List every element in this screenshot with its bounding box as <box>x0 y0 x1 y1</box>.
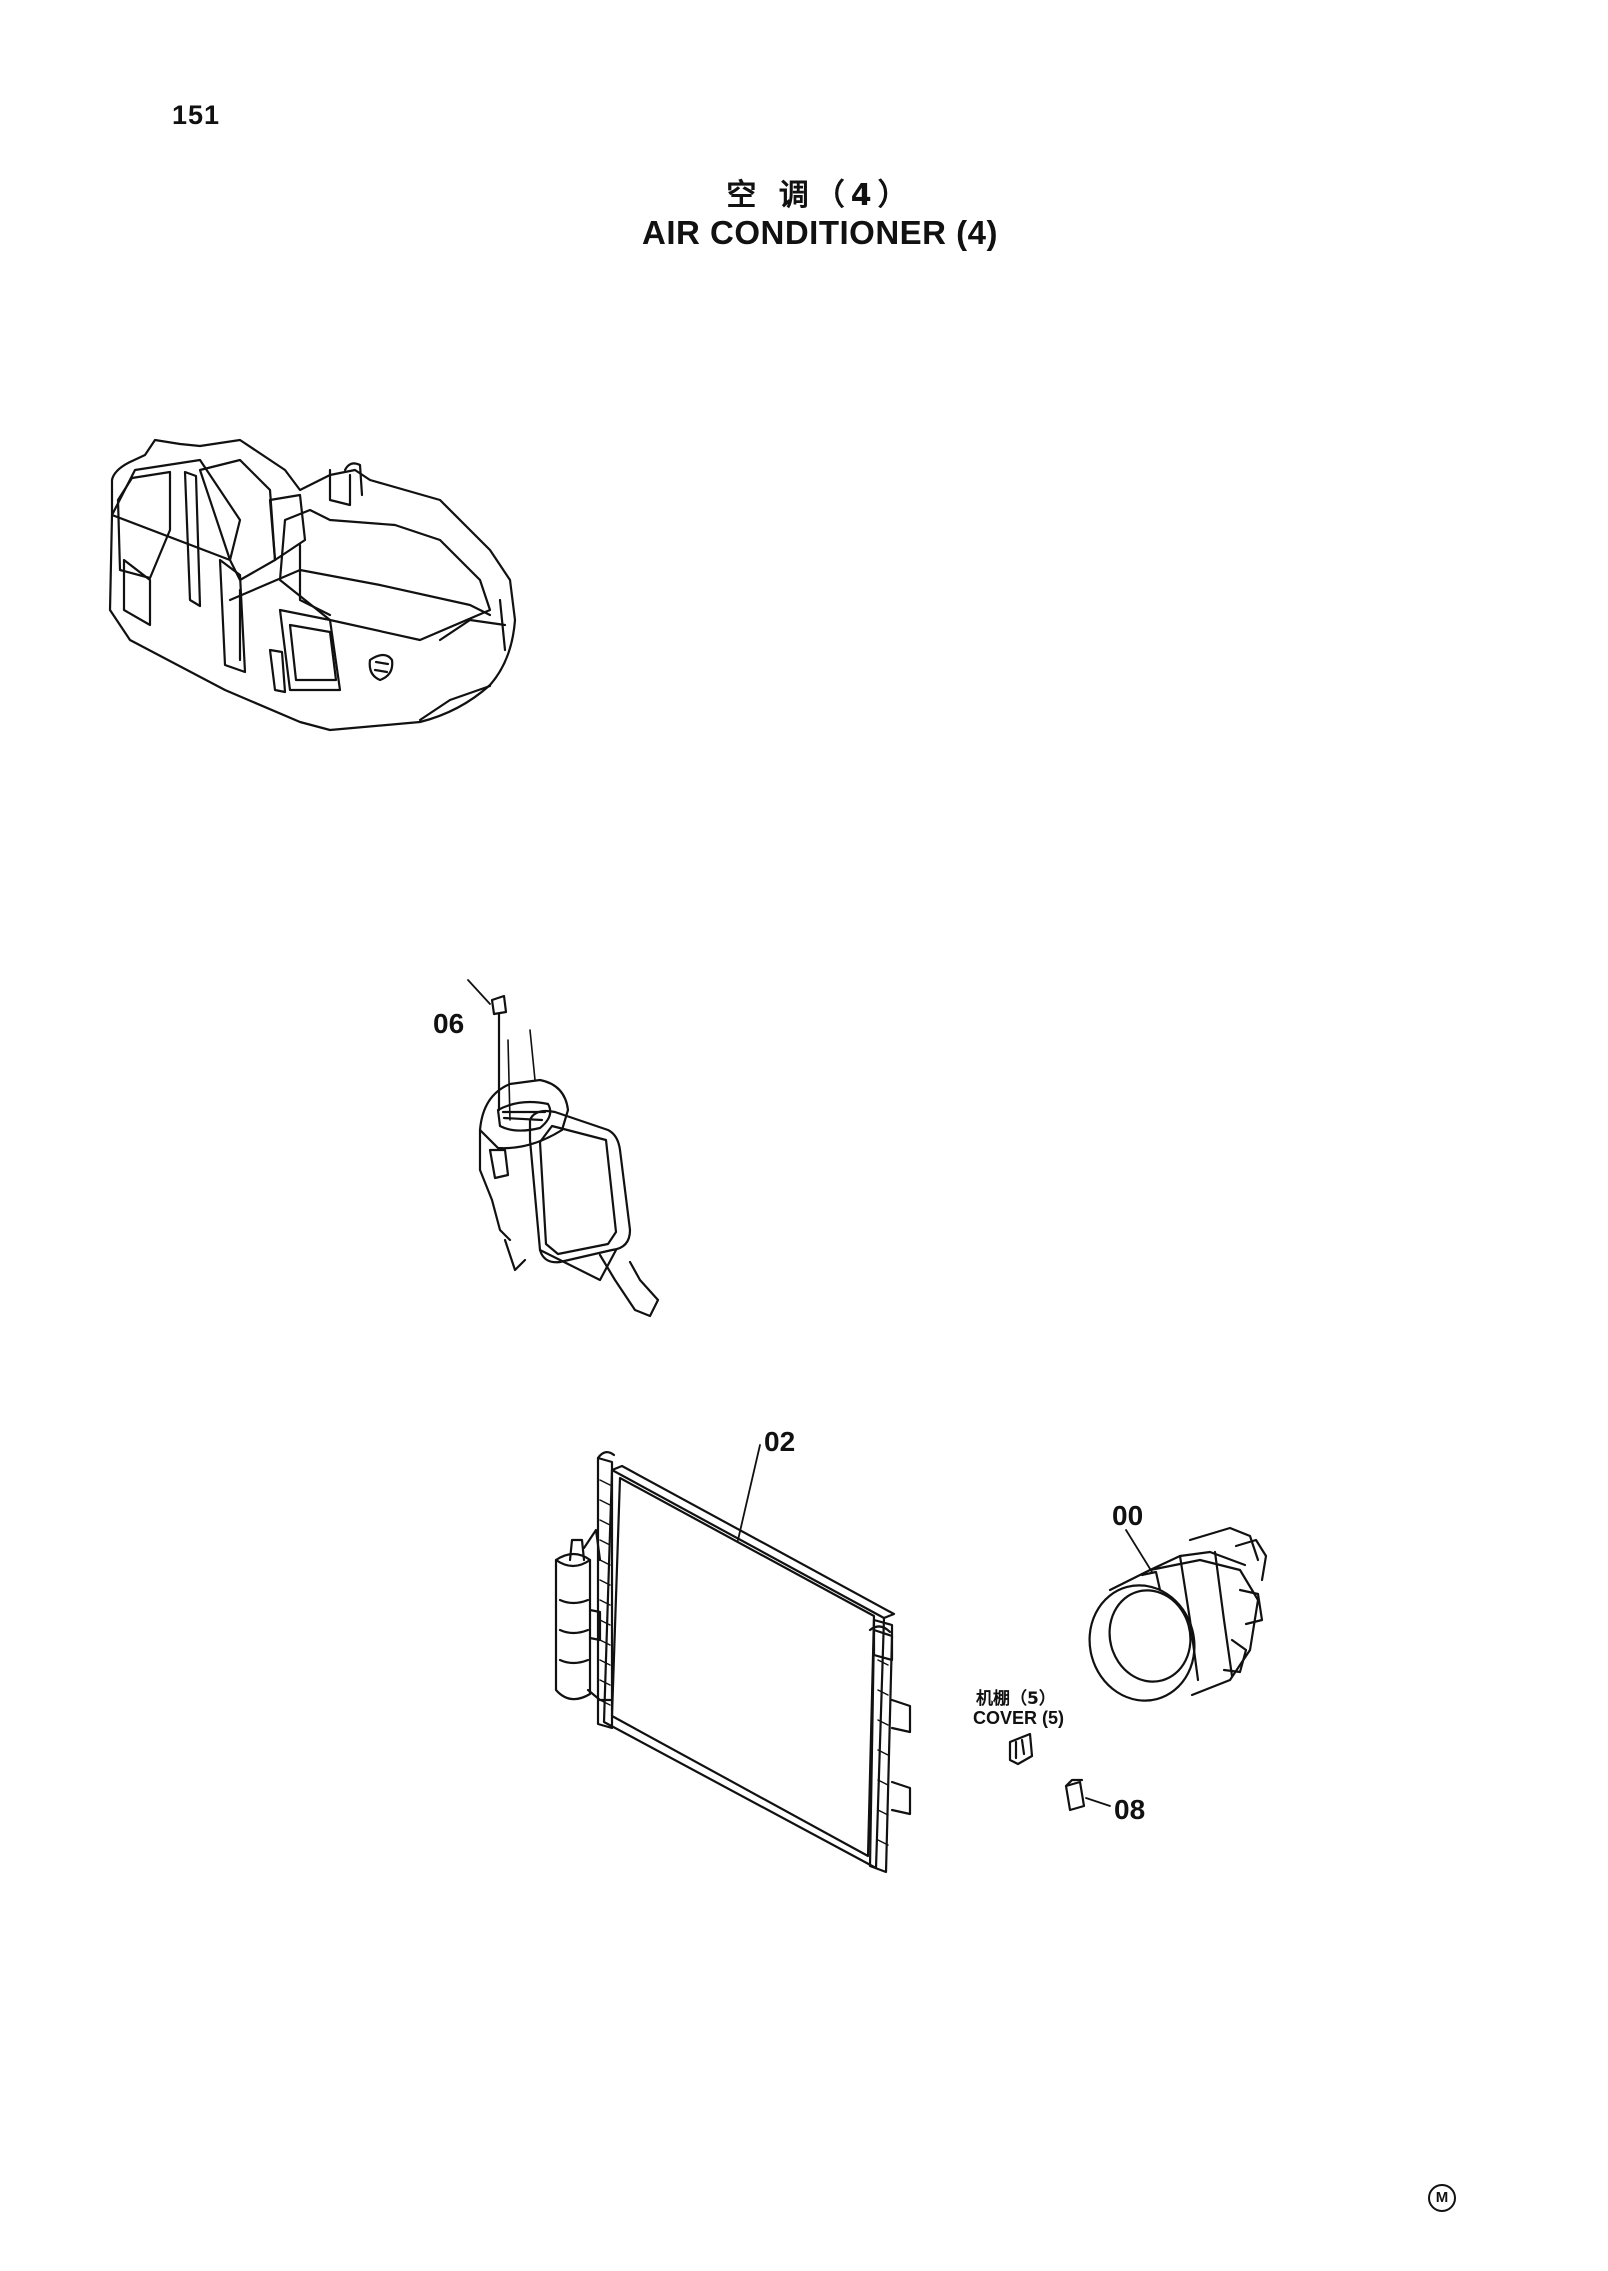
page-title-english: AIR CONDITIONER (4) <box>642 214 998 251</box>
callout-08: 08 <box>1114 1794 1146 1825</box>
cover-label-chinese: 机棚（5） <box>976 1689 1056 1709</box>
part-06-housing <box>467 979 660 1318</box>
part-02-condenser <box>554 1444 912 1874</box>
callout-02: 02 <box>764 1426 796 1457</box>
page-title-chinese: 空 调（4） <box>726 178 914 213</box>
part-08-clip <box>1064 1778 1111 1812</box>
part-00-compressor <box>1088 1526 1268 1702</box>
page-number: 151 <box>172 100 221 130</box>
callout-00: 00 <box>1112 1500 1144 1531</box>
m-circle-mark: M <box>1428 2184 1456 2212</box>
excavator-overview <box>108 438 517 732</box>
cover-bracket <box>1008 1732 1034 1766</box>
cover-label-english: COVER (5) <box>973 1708 1065 1728</box>
callout-06: 06 <box>433 1008 465 1039</box>
